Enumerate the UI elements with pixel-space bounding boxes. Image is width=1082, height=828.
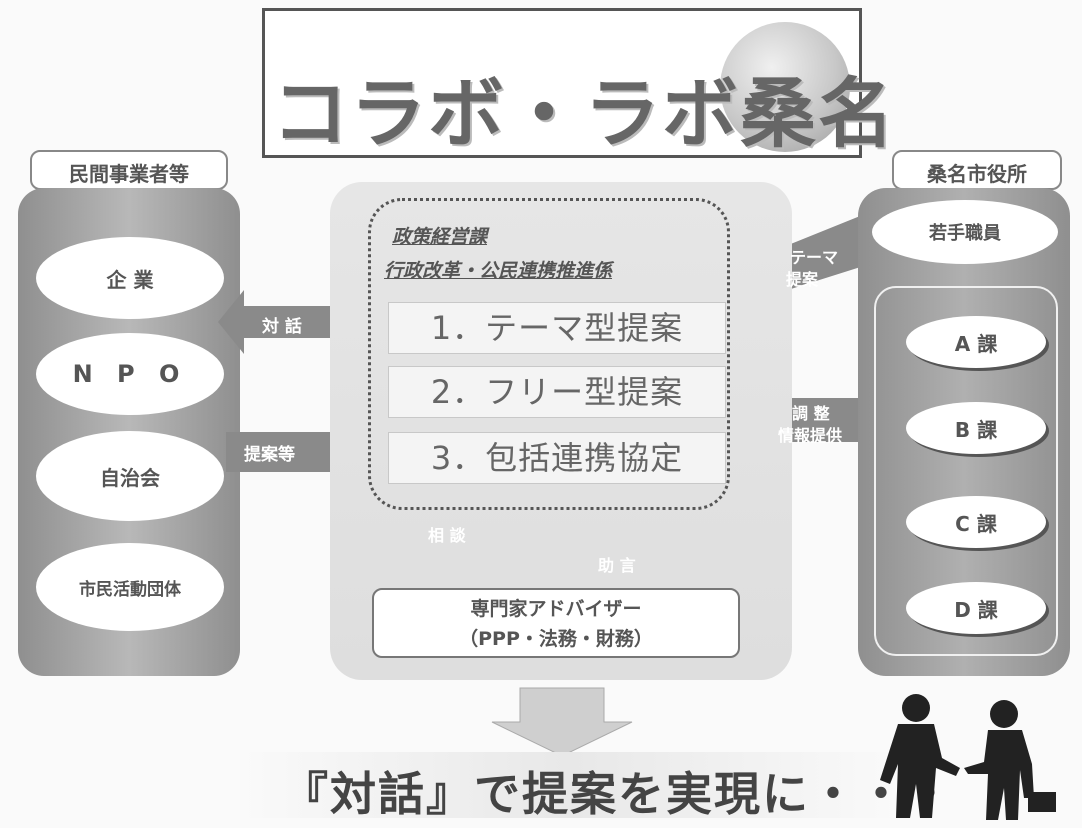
proposal-agreement: 3．包括連携協定	[388, 432, 726, 484]
section-d: D 課	[906, 582, 1046, 634]
proposal-theme: 1．テーマ型提案	[388, 302, 726, 354]
dialogue-label: 対 話	[262, 317, 302, 337]
globe-icon	[720, 22, 850, 152]
departments-frame	[874, 286, 1058, 656]
adjust-label-1: 調 整	[792, 404, 830, 423]
left-item-citizen-group: 市民活動団体	[36, 543, 224, 631]
proposal-free: 2．フリー型提案	[388, 366, 726, 418]
left-item-company: 企 業	[36, 237, 224, 319]
conclusion-banner	[238, 752, 902, 818]
expert-advisor-box: 専門家アドバイザー （PPP・法務・財務）	[372, 588, 740, 658]
diagram-title: コラボ・ラボ桑名	[272, 69, 896, 158]
consult-label: 相 談	[428, 526, 466, 545]
dept-section: 行政改革・公民連携推進係	[384, 260, 613, 282]
city-hall-header: 桑名市役所	[892, 150, 1062, 190]
left-item-neighborhood: 自治会	[36, 431, 224, 521]
conclusion-text: 『対話』で提案を実現に・・・	[282, 767, 954, 821]
handshake-icon	[880, 694, 1056, 820]
proposal-dotted-frame	[368, 198, 730, 510]
dept-name: 政策経営課	[392, 226, 488, 248]
proposal-label: 提案等	[244, 445, 295, 465]
left-item-npo: N P O	[36, 333, 224, 415]
theme-label-1: テーマ	[790, 248, 839, 267]
result-down-arrow	[491, 687, 633, 757]
advice-label: 助 言	[598, 556, 636, 575]
private-sector-header: 民間事業者等	[30, 150, 228, 190]
advisor-fields: （PPP・法務・財務）	[459, 628, 653, 650]
theme-label-2: 提案	[786, 270, 819, 289]
section-b: B 課	[906, 402, 1046, 454]
section-a: A 課	[906, 316, 1046, 368]
section-c: C 課	[906, 496, 1046, 548]
adjust-label-2: 情報提供	[778, 426, 843, 445]
young-staff: 若手職員	[872, 200, 1058, 264]
dialogue-double-arrow	[218, 290, 366, 354]
advisor-title: 専門家アドバイザー	[470, 598, 642, 620]
